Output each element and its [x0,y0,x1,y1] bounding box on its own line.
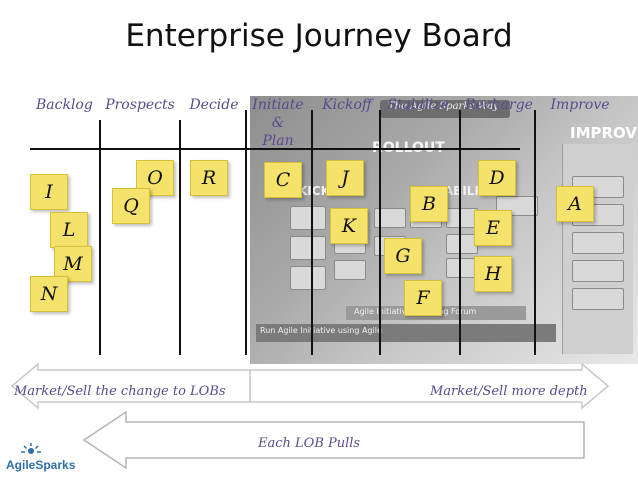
sticky-note[interactable]: N [30,276,68,312]
column-label-decide: Decide [189,97,239,113]
arrow-label-lob-pulls: Each LOB Pulls [258,436,361,451]
photo-box [572,260,624,282]
photo-box [572,232,624,254]
photo-box [290,206,326,230]
sticky-note[interactable]: L [50,212,88,248]
column-label-backlog: Backlog [36,97,93,113]
sticky-note[interactable]: F [404,280,442,316]
left-arrow-top [10,362,251,410]
column-label-prospects: Prospects [105,97,175,113]
sticky-note[interactable]: I [30,174,68,210]
sticky-note[interactable]: Q [112,188,150,224]
sticky-note[interactable]: C [264,162,302,198]
sticky-note[interactable]: B [410,186,448,222]
column-label-stabilize: Stabilize [387,97,449,113]
photo-box [290,266,326,290]
photo-box [290,236,326,260]
sticky-note[interactable]: H [474,256,512,292]
pull-arrow [82,410,585,470]
photo-banner [380,100,510,118]
column-label-recharge: Recharge [465,97,533,113]
sticky-note[interactable]: E [474,210,512,246]
column-label-kickoff: Kickoff [322,97,372,113]
photo-box [334,260,366,280]
background-process-photo: The Agile Sparks Way IMPROVE ROLLOUT KIC… [250,96,638,364]
spark-icon [21,443,41,454]
right-arrow [249,362,610,410]
photo-initiative-strip-text: Run Agile Initiative using Agile [260,326,382,335]
arrow-label-market-change: Market/Sell the change to LOBs [14,384,226,399]
photo-box [572,288,624,310]
sticky-note[interactable]: J [326,160,364,196]
photo-initiative-strip [256,324,556,342]
sticky-note[interactable]: G [384,238,422,274]
photo-improve-text: IMPROVE [570,124,638,142]
sticky-note[interactable]: D [478,160,516,196]
agilesparks-logo: AgileSparks [6,458,76,472]
page-title: Enterprise Journey Board [125,18,513,54]
photo-box [374,208,406,228]
photo-banner-text: The Agile Sparks Way [388,101,499,112]
column-label-initiate-plan: Initiate & Plan [252,97,304,149]
arrow-label-market-depth: Market/Sell more depth [430,384,588,399]
sticky-note[interactable]: A [556,186,594,222]
column-label-improve: Improve [550,97,610,113]
sticky-note[interactable]: R [190,160,228,196]
sticky-note[interactable]: K [330,208,368,244]
